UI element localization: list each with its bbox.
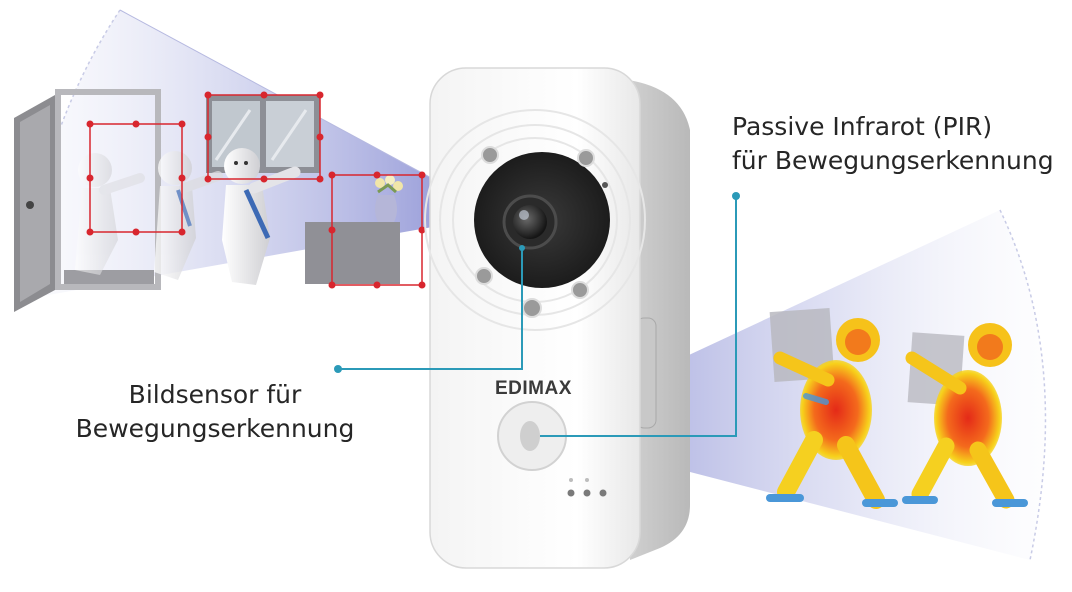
image-label-line-2: Bewegungserkennung: [75, 414, 355, 443]
pir-sensor: [497, 401, 567, 471]
flower-vase-icon: [305, 175, 403, 284]
pir-sensor-label: Passive Infrarot (PIR) für Bewegungserke…: [732, 110, 1054, 178]
image-sensor-label: Bildsensor für Bewegungserkennung: [70, 378, 360, 446]
callout-lines: [334, 192, 740, 437]
pir-label-line-1: Passive Infrarot (PIR): [732, 112, 993, 141]
person-figure-icon: [766, 307, 898, 509]
image-label-line-1: Bildsensor für: [128, 380, 302, 409]
window-icon: [206, 95, 320, 173]
door-icon: [14, 89, 161, 312]
status-leds: [567, 489, 607, 497]
pir-sensor-beam: [528, 209, 1047, 561]
detection-boxes: [86, 91, 426, 289]
room-scene: [14, 89, 426, 312]
camera-brand-logo: EDIMAX: [495, 378, 572, 399]
image-sensor-callout: [338, 246, 523, 370]
pir-label-line-2: für Bewegungserkennung: [732, 146, 1054, 175]
pir-callout: [540, 196, 737, 437]
thermal-figures: [766, 307, 1028, 509]
security-camera-icon: EDIMAX: [424, 67, 690, 569]
person-figure-icon: [902, 323, 1028, 509]
person-figure-icon: [75, 148, 301, 285]
camera-lens: [502, 194, 558, 250]
